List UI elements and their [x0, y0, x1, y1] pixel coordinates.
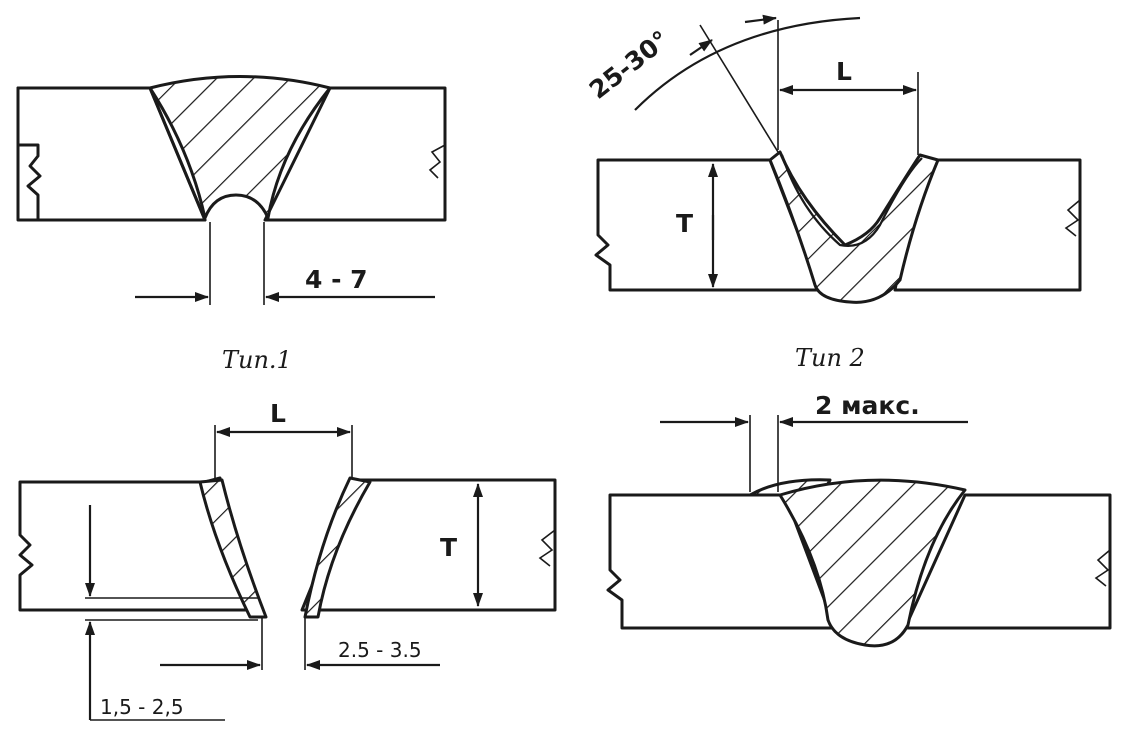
type3-right-weld: [303, 476, 372, 619]
joint-type2: T L 25-30° Тип 2: [584, 14, 1082, 372]
type3-thickness-label: T: [440, 533, 457, 562]
type1-caption: Тип.1: [222, 346, 292, 374]
type4-right-plate: [903, 493, 1112, 630]
joint-type4: 2 макс.: [606, 391, 1112, 648]
type4-weld: [778, 478, 967, 648]
type2-thickness-label: T: [676, 209, 693, 238]
type2-angle-label: 25-30°: [584, 25, 675, 105]
type2-width-label: L: [836, 57, 852, 86]
type1-weld: [148, 75, 332, 220]
type1-right-plate: [263, 86, 447, 222]
joint-type3: 2.5 - 3.5 L T 1,5 - 2,5: [18, 399, 557, 721]
type1-gap-label: 4 - 7: [305, 265, 368, 294]
type2-caption: Тип 2: [795, 344, 865, 372]
type4-left-plate: [606, 493, 837, 630]
type3-gap-label: 2.5 - 3.5: [338, 638, 422, 662]
type4-offset-label: 2 макс.: [815, 391, 920, 420]
type3-left-weld-fill: [198, 478, 268, 619]
type3-root-label: 1,5 - 2,5: [100, 695, 184, 719]
joint-type1: 4 - 7 Тип.1: [16, 75, 447, 374]
type3-width-label: L: [270, 399, 286, 428]
